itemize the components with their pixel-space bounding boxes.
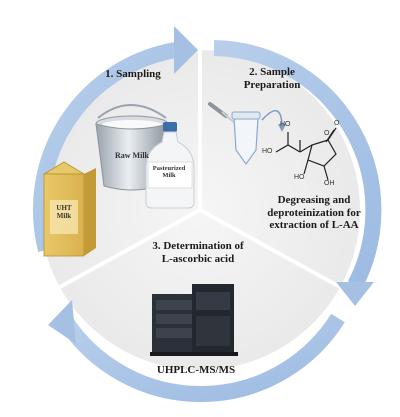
atom-o-ring: O [324, 130, 330, 137]
pasteurized-line1: Pasteurized [152, 165, 186, 172]
step2-caption: Degreasing and deproteinization for extr… [254, 194, 374, 232]
step2-caption-line3: extraction of L-AA [269, 219, 359, 232]
instrument-icon [150, 284, 238, 356]
segment-divider [57, 208, 201, 290]
pasteurized-milk-label: Pasteurized Milk [146, 165, 192, 179]
step2-label: 2. Sample Preparation [222, 66, 322, 91]
atom-o-carbonyl: O [334, 120, 340, 127]
atom-ho-bottom: HO [294, 174, 305, 181]
molecule-icon [275, 127, 337, 181]
uht-line2: Milk [56, 211, 72, 220]
cycle-arrow-icon [32, 40, 382, 402]
step3-label-line1: 3. Determination of [152, 240, 244, 252]
step1-label: 1. Sampling [105, 68, 161, 80]
uht-milk-label: UHT Milk [50, 204, 78, 220]
bottle-icon [145, 122, 195, 209]
raw-milk-label: Raw Milk [115, 151, 149, 160]
segment-divider [199, 208, 343, 290]
atom-ho-left: HO [262, 148, 273, 155]
step3-caption: UHPLC-MS/MS [156, 364, 236, 376]
atom-oh-bottom: OH [324, 180, 335, 187]
cycle-arrowheads [48, 26, 374, 344]
step3-label-line2: L-ascorbic acid [161, 252, 235, 265]
pasteurized-line2: Milk [162, 172, 176, 180]
tube-icon [231, 110, 286, 166]
uht-line1: UHT [56, 204, 72, 212]
atom-ho-top: HO [280, 121, 291, 128]
step2-caption-line2: deproteinization for [267, 206, 361, 219]
step2-label-line1: 2. Sample [249, 66, 295, 78]
step2-caption-line1: Degreasing and [277, 194, 351, 206]
step2-label-line2: Preparation [243, 78, 301, 91]
step3-label: 3. Determination of L-ascorbic acid [128, 240, 268, 265]
carton-icon [42, 161, 96, 257]
